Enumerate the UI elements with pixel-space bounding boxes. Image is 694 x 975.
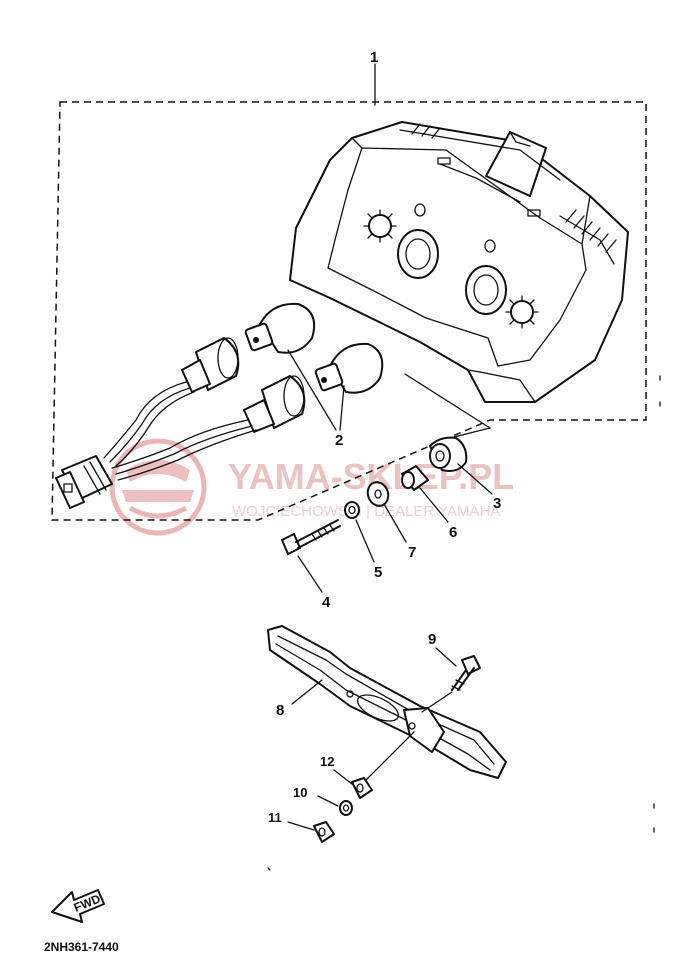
washer-10 [339, 800, 353, 816]
callout-9: 9 [428, 631, 436, 648]
leader-10 [317, 795, 339, 807]
grommet [429, 436, 468, 472]
leader-6 [419, 487, 449, 523]
bulb-lower [314, 342, 384, 394]
callout-4: 4 [322, 594, 331, 611]
leader-8 [291, 679, 323, 705]
nut-12 [351, 777, 373, 799]
callout-7: 7 [408, 544, 416, 561]
leader-12-to-bracket [365, 731, 415, 781]
leader-9 [435, 647, 457, 667]
collar [401, 465, 429, 491]
callout-5: 5 [374, 564, 382, 581]
leader-5 [355, 519, 375, 563]
leader-9-to-bracket [421, 691, 453, 713]
callout-2: 2 [335, 432, 343, 449]
bulb-upper [244, 302, 316, 354]
bolt-9 [451, 655, 481, 691]
callout-6: 6 [449, 524, 457, 541]
watermark-logo-icon [109, 438, 207, 536]
leader-housing-a [404, 373, 491, 429]
gear-pin-right [505, 295, 539, 329]
leader-2a [287, 349, 337, 431]
license-bracket [267, 625, 507, 779]
front-arrow-icon: FWD [51, 889, 105, 923]
leader-12 [333, 769, 353, 785]
drawing-code: 2NH361-7440 [44, 940, 119, 954]
callout-11: 11 [268, 810, 282, 825]
leader-11 [287, 821, 315, 831]
leader-4 [297, 555, 323, 593]
callout-10: 10 [293, 785, 307, 800]
leader-2b [339, 385, 345, 431]
callout-1: 1 [370, 49, 378, 66]
gear-pin-left [363, 209, 397, 243]
assembly-boundary [51, 101, 647, 521]
tail-light-housing [289, 121, 629, 403]
washer [366, 481, 390, 507]
wiring-harness [55, 337, 306, 509]
leader-3 [457, 463, 493, 495]
nut-11 [313, 821, 335, 843]
callout-8: 8 [276, 702, 284, 719]
callout-12: 12 [320, 754, 334, 769]
edge-marks [267, 375, 661, 871]
spring-washer [344, 501, 360, 519]
callout-3: 3 [493, 495, 501, 512]
bolt-4 [281, 519, 341, 555]
leader-7 [383, 503, 407, 543]
watermark-subtitle: WOJCIECHOWSKI | DEALER YAMAHA [232, 503, 500, 520]
